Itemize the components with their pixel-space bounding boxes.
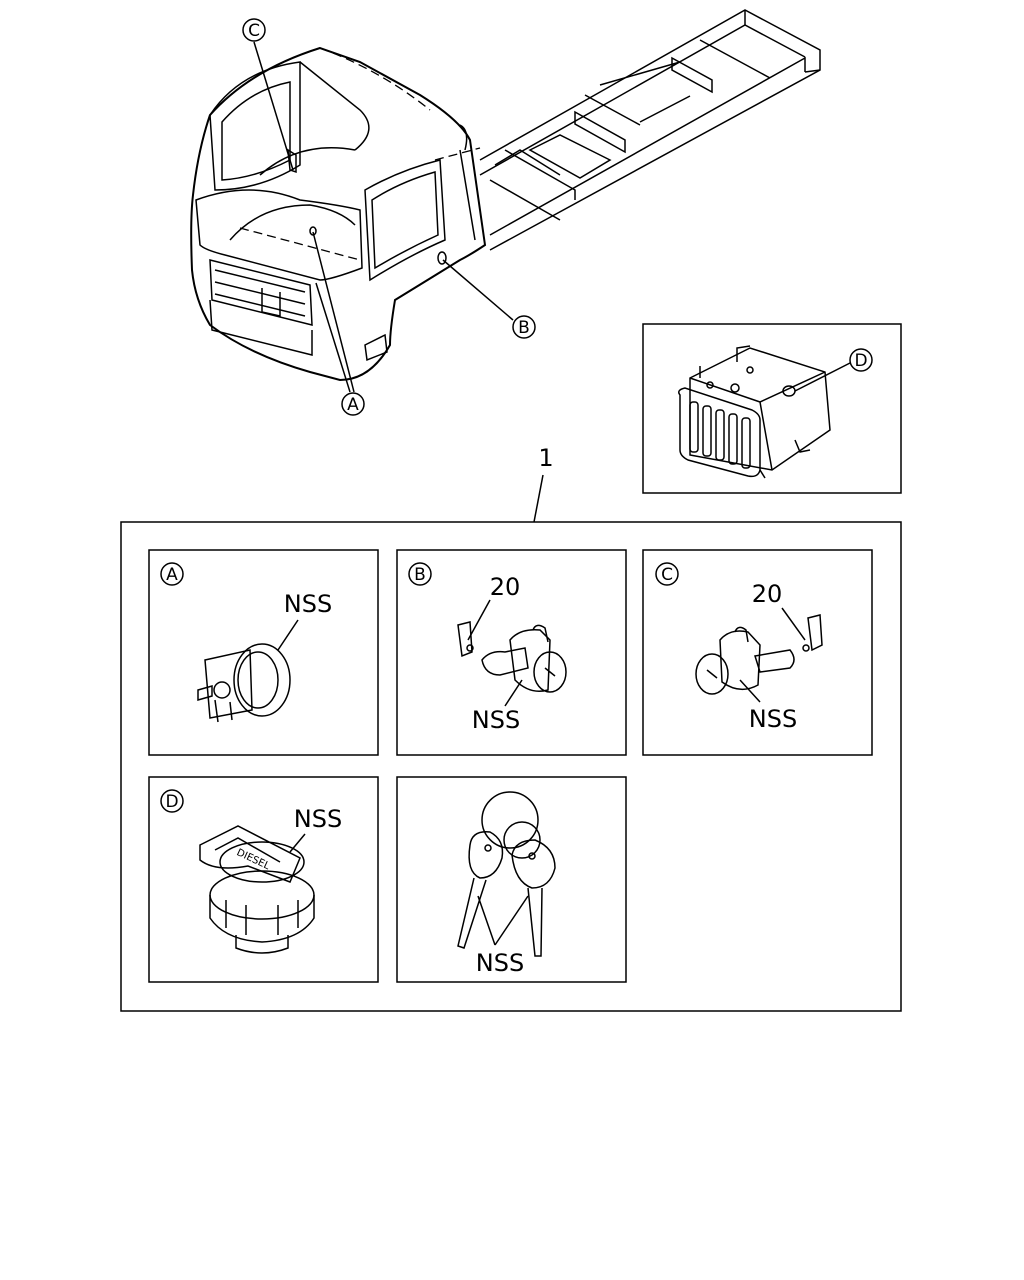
label-nss-c: NSS [749, 705, 797, 733]
svg-text:A: A [347, 395, 359, 415]
label-nss-keys: NSS [476, 949, 524, 977]
svg-text:A: A [166, 565, 178, 585]
label-20-b: 20 [490, 573, 521, 601]
leader-a-2 [315, 282, 351, 393]
box-d-fuel-cap: D NSS DIESEL [148, 776, 379, 983]
callout-d-tank: D [849, 348, 873, 372]
leader-b [442, 259, 514, 321]
callout-a-truck: A [341, 392, 365, 416]
label-nss-a: NSS [284, 590, 332, 618]
box-keys: NSS [396, 776, 627, 983]
svg-text:C: C [248, 21, 260, 41]
leader-c [253, 41, 294, 171]
kit-panel [120, 521, 902, 1012]
callout-c-truck: C [242, 18, 266, 42]
svg-text:D: D [165, 792, 178, 812]
svg-text:1: 1 [538, 444, 553, 472]
truck-cab [190, 46, 487, 382]
leader-a-1 [312, 231, 355, 393]
chassis-frame [479, 9, 821, 251]
callout-b-truck: B [512, 315, 536, 339]
label-nss-b: NSS [472, 706, 520, 734]
box-a-ignition-cylinder: A NSS [148, 549, 379, 756]
assembly-ref-1: 1 [533, 444, 554, 523]
label-20-c: 20 [752, 580, 783, 608]
box-c-door-lock: C 20 NSS [642, 549, 873, 756]
svg-text:B: B [414, 565, 426, 585]
box-b-door-lock: B 20 NSS [396, 549, 627, 756]
svg-text:B: B [518, 318, 530, 338]
fuel-tank-inset: D [642, 323, 902, 494]
label-nss-d: NSS [294, 805, 342, 833]
svg-text:D: D [854, 351, 867, 371]
truck-illustration: C A B [190, 9, 821, 416]
svg-text:C: C [661, 565, 673, 585]
